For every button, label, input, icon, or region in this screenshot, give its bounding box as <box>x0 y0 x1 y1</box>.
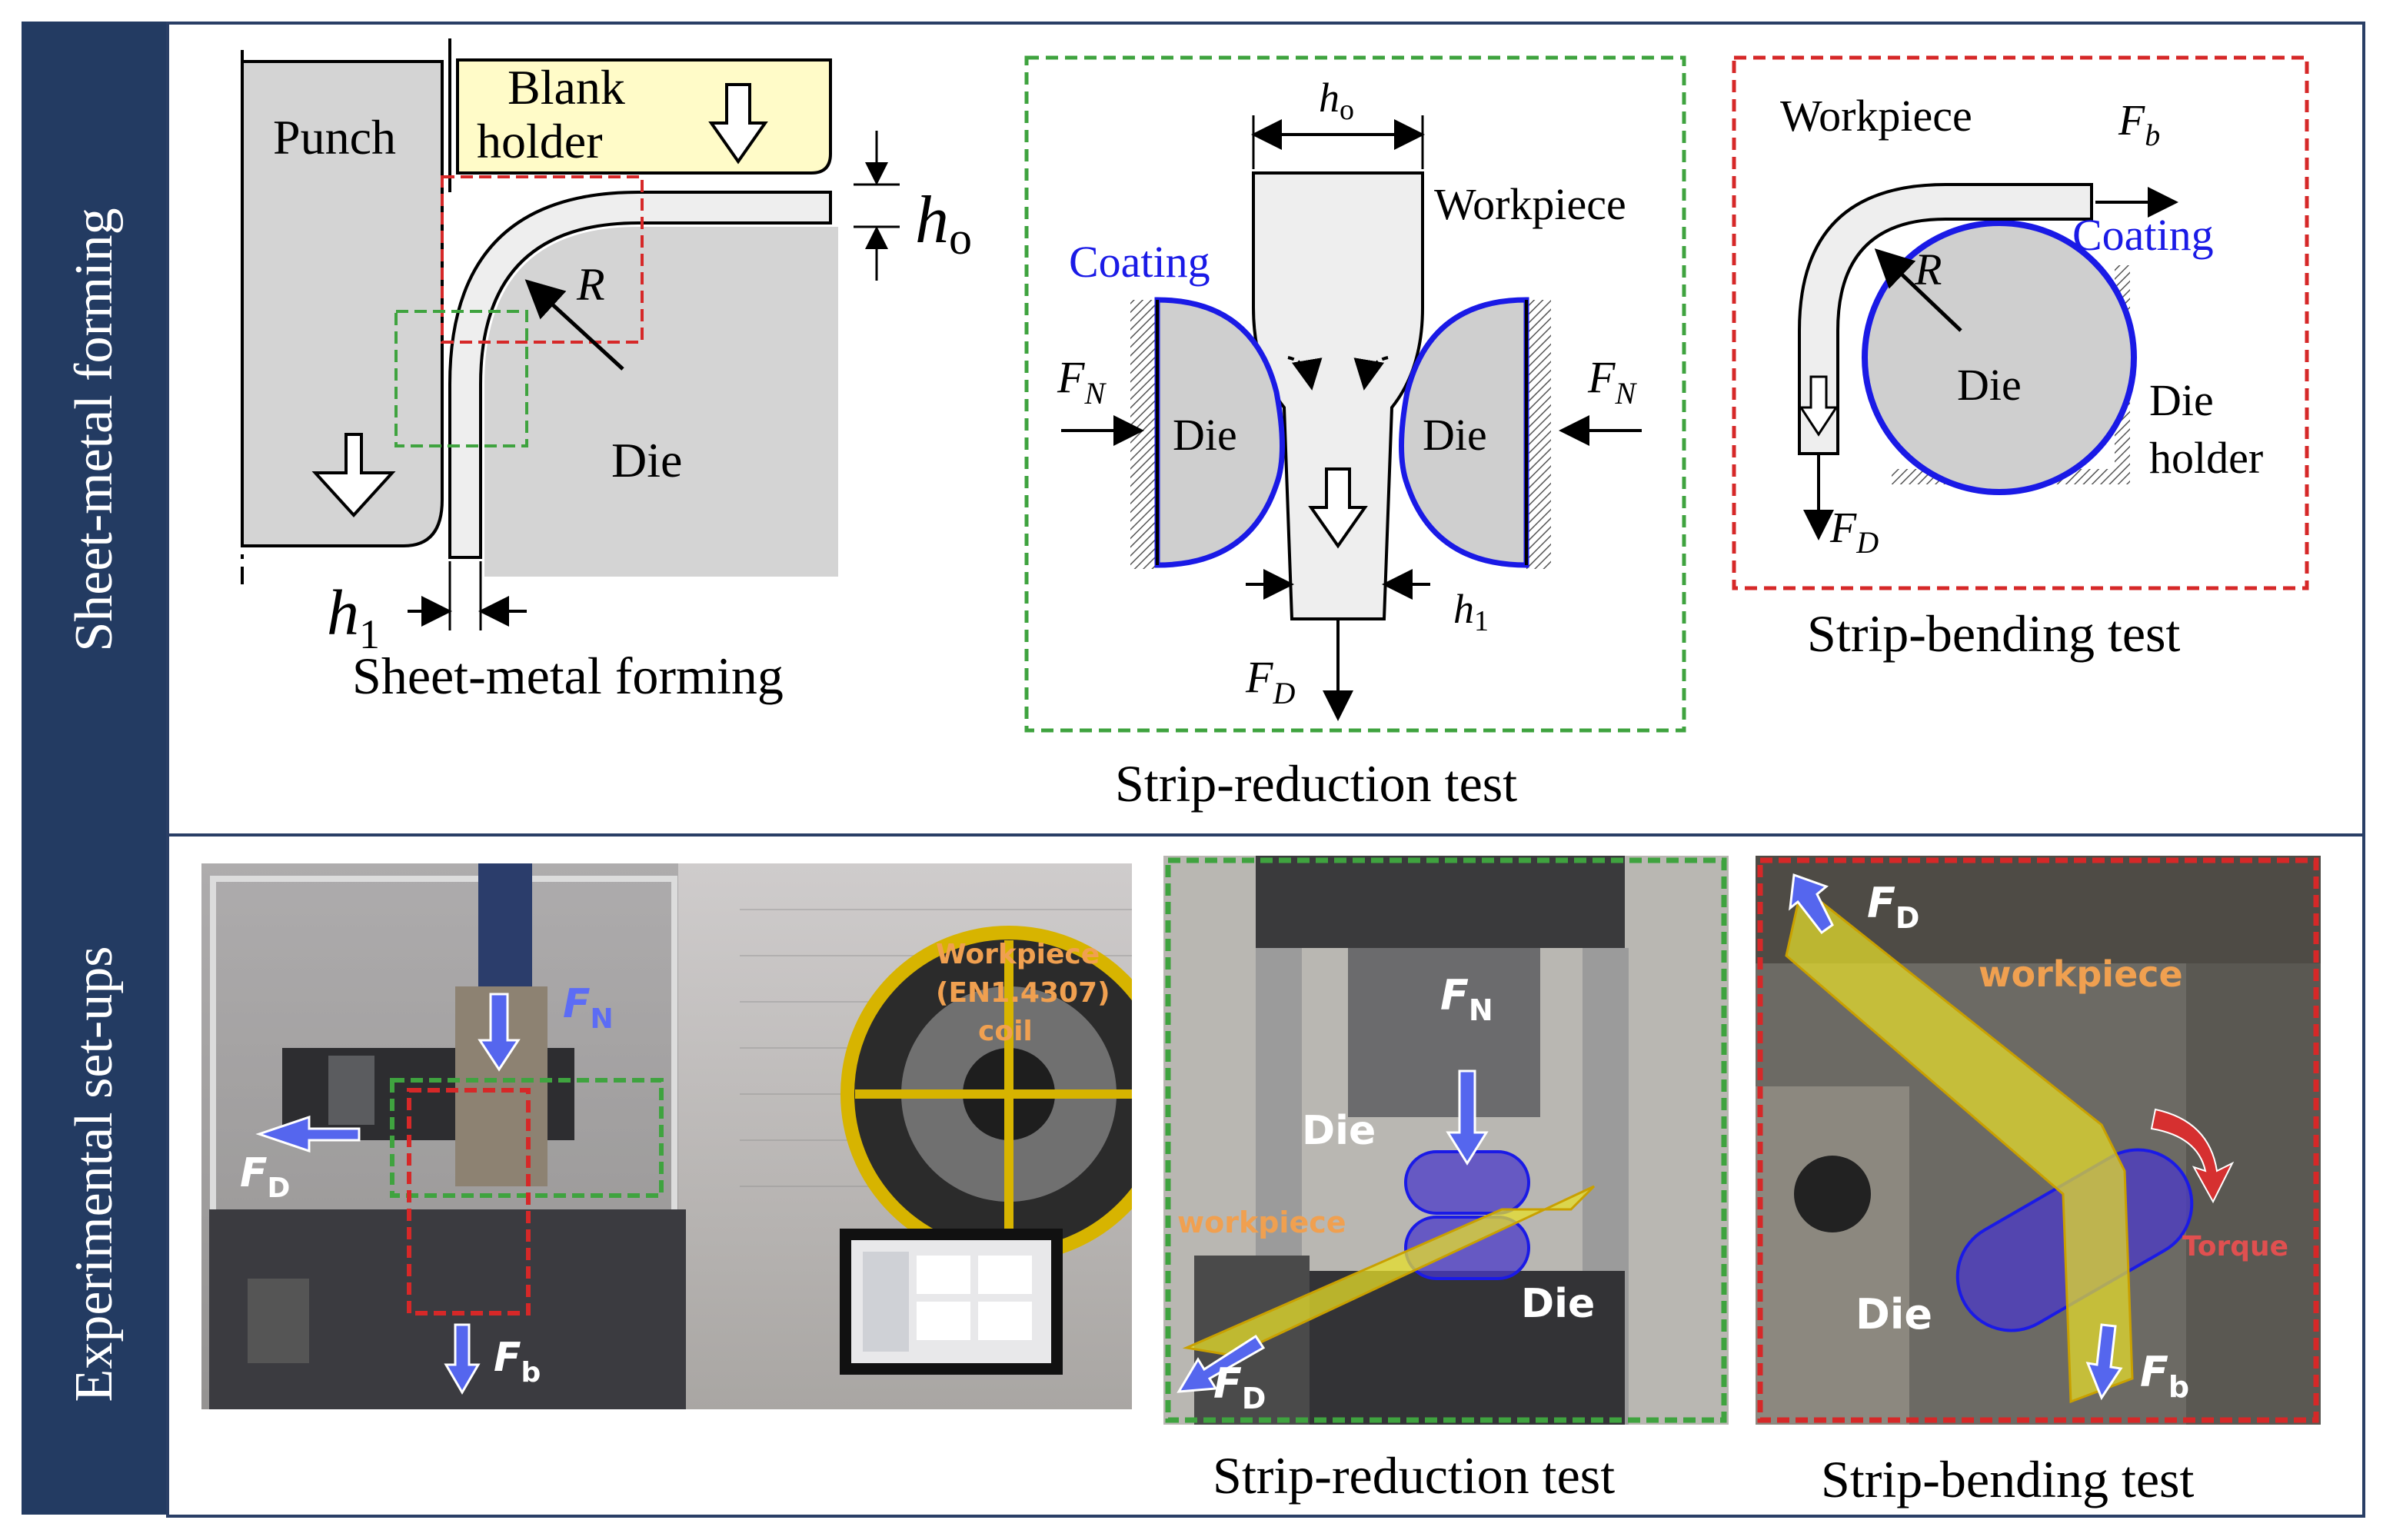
torque-arrow-icon <box>2150 1108 2235 1204</box>
sidebar-bottom: Experimental set-ups <box>22 833 168 1515</box>
torque-label: Torque <box>2182 1231 2288 1262</box>
red-detail-box <box>441 175 644 344</box>
red-photo-border <box>1757 857 2319 1423</box>
fb-label: Fb <box>2140 1348 2189 1404</box>
fn-arrow-icon <box>478 993 521 1072</box>
workpiece-label: Workpiece <box>1434 179 1626 229</box>
bending-photo: FD workpiece Torque Die Fb <box>1756 856 2321 1425</box>
sidebar-label-sheet-metal-forming: Sheet-metal forming <box>65 208 124 652</box>
radius-label: R <box>576 259 605 310</box>
workpiece-label: workpiece <box>1979 953 2183 995</box>
strip-down-arrow-icon <box>1308 467 1368 549</box>
bending-down-arrow-icon <box>1799 375 1839 437</box>
sidebar-top: Sheet-metal forming <box>22 22 168 838</box>
green-test-box <box>1024 55 1686 733</box>
workpiece-label: workpiece <box>1177 1206 1346 1239</box>
h0-label: ho <box>915 183 972 264</box>
left-die <box>1154 297 1285 568</box>
red-test-box <box>1732 55 2309 590</box>
strip-bending-diagram: Workpiece Fb Coating R Die Die holder FD <box>1732 55 2309 590</box>
radius-label: R <box>1914 244 1942 294</box>
workpiece-strip-photo <box>1182 1185 1596 1357</box>
fn-arrow-icon <box>1446 1069 1489 1166</box>
bending-die <box>1862 220 2137 495</box>
punch-label: Punch <box>273 110 396 165</box>
strip-reduction-diagram: ho Workpiece Coating FN FN Die Die h1 FD <box>1024 55 1686 733</box>
blank-holder-label-2: holder <box>477 114 603 168</box>
die-holder-label-1: Die <box>2149 375 2214 425</box>
fd-label: FD <box>1245 652 1295 710</box>
strip-reduction-caption: Strip-reduction test <box>1115 754 1518 813</box>
green-detail-box <box>394 310 528 447</box>
coil-label-1: Workpiece <box>936 939 1100 970</box>
fd-arrow-icon <box>255 1115 361 1153</box>
coil-label-2: (EN1.4307) <box>936 977 1110 1009</box>
bending-workpiece <box>1798 183 2093 455</box>
green-photo-border <box>1165 857 1727 1423</box>
coating-label: Coating <box>2072 210 2214 260</box>
coating-label: Coating <box>1069 237 1210 287</box>
die-left-label: Die <box>1173 410 1237 460</box>
die-top-label: Die <box>1302 1108 1376 1154</box>
fn-label: FN <box>1440 971 1493 1027</box>
fd-label: FD <box>1213 1359 1266 1415</box>
fn-label: FN <box>563 981 614 1035</box>
fn-right-label: FN <box>1587 352 1637 411</box>
bending-photo-caption: Strip-bending test <box>1821 1450 2195 1508</box>
die-bottom-label: Die <box>1521 1281 1595 1327</box>
die-right-label: Die <box>1423 410 1487 460</box>
setup-photo: FN FD Fb Workpiece (EN1.4307) coil <box>201 863 1132 1409</box>
sheet-strip <box>448 191 832 559</box>
fd-label: FD <box>240 1150 290 1204</box>
reduction-photo-caption: Strip-reduction test <box>1213 1446 1616 1505</box>
sidebar-label-experimental-setups: Experimental set-ups <box>65 946 124 1402</box>
fb-label: Fb <box>494 1335 541 1389</box>
fd-label: FD <box>1867 879 1919 935</box>
red-setup-box <box>407 1088 531 1315</box>
punch-arrow-icon <box>311 433 396 517</box>
die-label: Die <box>1855 1290 1932 1339</box>
h1-label: h1 <box>327 577 380 654</box>
right-die <box>1399 297 1529 568</box>
holder-arrow-icon <box>708 83 768 165</box>
fd-arrow-icon <box>1789 873 1834 935</box>
die-holder-label-2: holder <box>2149 433 2263 483</box>
die-label: Die <box>611 433 682 487</box>
blank-holder-label-1: Blank <box>508 60 625 115</box>
h1-label: h1 <box>1453 586 1489 637</box>
punch-body <box>241 60 444 547</box>
die-shape <box>484 227 838 577</box>
reduction-photo: FN Die workpiece Die FD <box>1163 856 1729 1425</box>
sheet-forming-diagram: Punch Blank holder R Die ho h1 <box>241 38 972 654</box>
fb-arrow-icon <box>444 1323 481 1395</box>
fb-arrow-icon <box>2085 1323 2123 1401</box>
fn-left-label: FN <box>1057 352 1107 411</box>
fd-label: FD <box>1829 504 1879 560</box>
fb-label: Fb <box>2118 97 2160 152</box>
workpiece-label: Workpiece <box>1780 91 1972 141</box>
strip-bending-caption: Strip-bending test <box>1807 604 2181 663</box>
fd-arrow-icon <box>1177 1334 1266 1393</box>
sheet-forming-caption: Sheet-metal forming <box>352 647 784 705</box>
coil-label-3: coil <box>978 1016 1033 1047</box>
h0-label: ho <box>1319 75 1354 126</box>
die-label: Die <box>1957 360 2022 410</box>
